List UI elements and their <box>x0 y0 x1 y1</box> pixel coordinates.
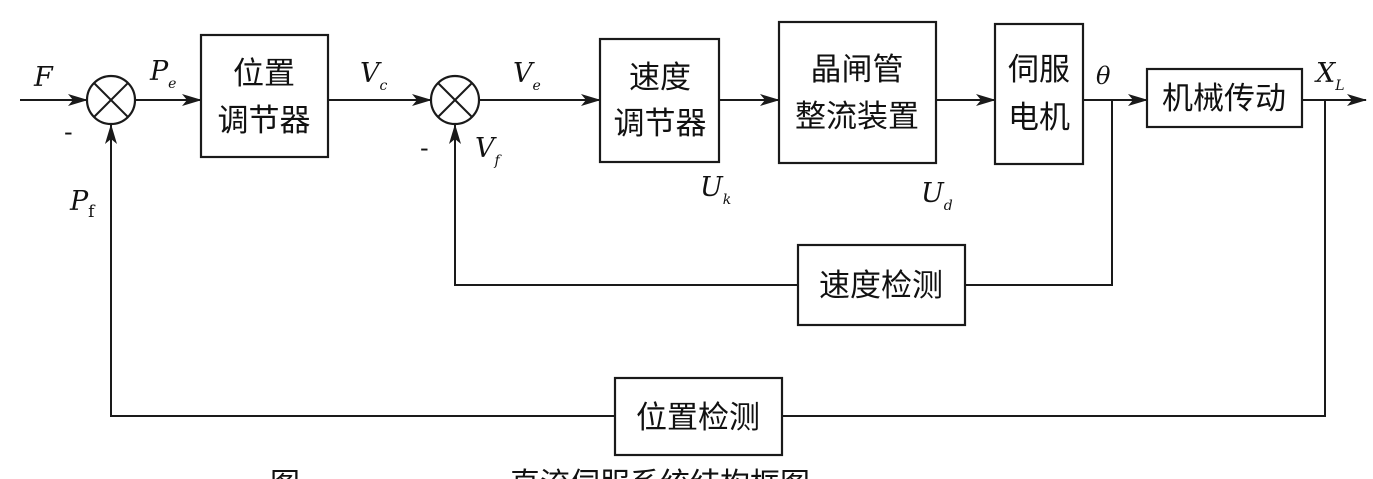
servo-motor-block: 伺服 电机 <box>993 22 1085 166</box>
position-controller-label-line2: 调节器 <box>218 103 311 139</box>
thyristor-rectifier-block: 晶闸管 整流装置 <box>777 20 938 165</box>
thyristor-rectifier-label-line2: 整流装置 <box>795 99 919 135</box>
speed-sum-minus-sign: - <box>420 134 429 162</box>
figure-caption: 图 直流伺服系统结构框图 <box>270 467 810 479</box>
speed-controller-label-line2: 调节器 <box>614 106 707 142</box>
position-controller-block: 位置 调节器 <box>199 33 330 159</box>
speed-error-label: Ve <box>513 58 541 94</box>
speed-detection-label: 速度检测 <box>819 268 943 304</box>
position-detection-block: 位置检测 <box>613 376 784 457</box>
position-feedback-return-path <box>105 124 615 417</box>
mechanical-drive-label: 机械传动 <box>1162 81 1286 117</box>
speed-detection-block: 速度检测 <box>796 243 967 327</box>
speed-feedback-return-path <box>449 124 798 286</box>
output-signal-label: XL <box>1314 58 1345 94</box>
position-controller-label-line1: 位置 <box>233 56 295 92</box>
speed-controller-block: 速度 调节器 <box>598 37 721 164</box>
position-error-label: Pe <box>149 56 176 92</box>
speed-controller-label-line1: 速度 <box>629 60 691 96</box>
position-sum-minus-sign: - <box>64 118 73 146</box>
position-feedback-path <box>782 100 1326 417</box>
armature-voltage-label: Ud <box>921 178 953 214</box>
speed-feedback-label: Vf <box>475 133 503 169</box>
position-feedback-label: Pf <box>69 186 96 222</box>
position-summing-junction <box>85 74 137 126</box>
servo-motor-label-line2: 电机 <box>1008 100 1070 136</box>
position-detection-label: 位置检测 <box>636 400 760 436</box>
motor-angle-label: θ <box>1096 62 1111 90</box>
control-voltage-label: Uk <box>700 172 731 208</box>
thyristor-rectifier-label-line1: 晶闸管 <box>811 52 904 88</box>
input-signal-label: F <box>33 62 54 93</box>
speed-command-label: Vc <box>360 58 388 94</box>
speed-summing-junction <box>429 74 481 126</box>
speed-feedback-path <box>965 100 1113 286</box>
mechanical-drive-block: 机械传动 <box>1145 67 1304 129</box>
servo-motor-label-line1: 伺服 <box>1008 52 1070 88</box>
